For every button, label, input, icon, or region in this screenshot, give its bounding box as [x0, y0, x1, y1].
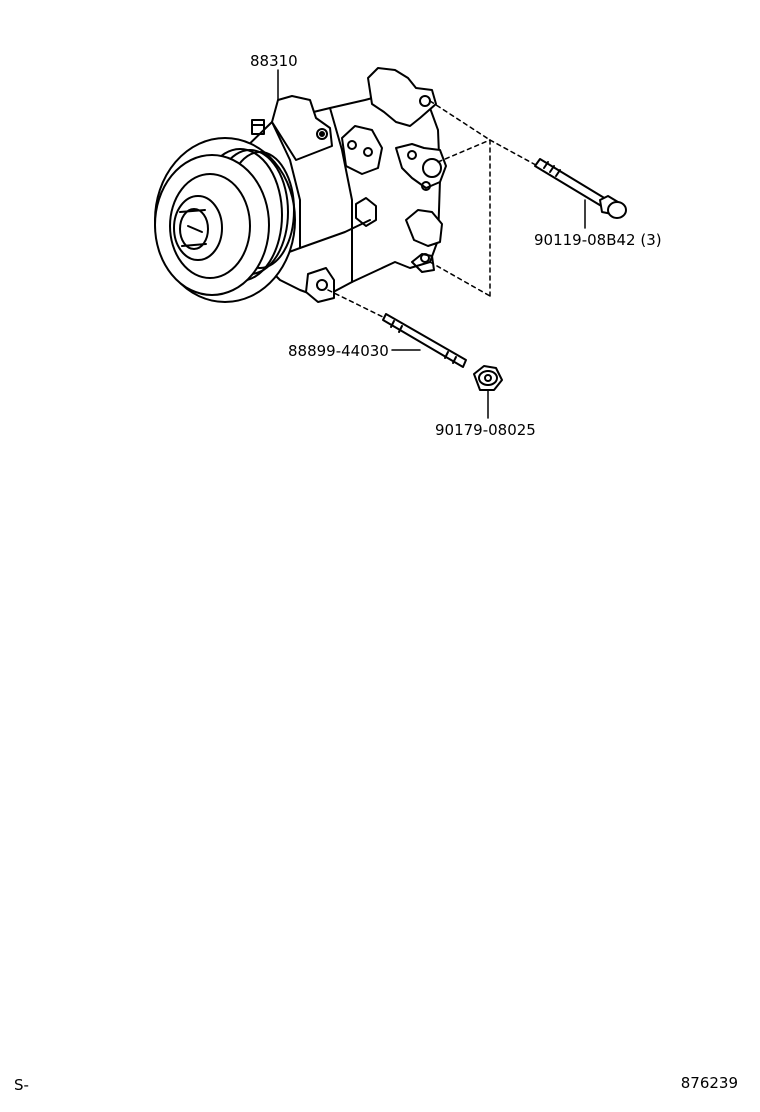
section-code: S-	[14, 1076, 29, 1094]
bolt-illustration	[534, 158, 627, 219]
part-label-bolt[interactable]: 90119-08B42 (3)	[534, 231, 662, 249]
nut-illustration	[473, 365, 503, 391]
leader-lines	[277, 69, 586, 419]
part-label-stud[interactable]: 88899-44030	[288, 342, 389, 360]
diagram-number: 876239	[680, 1074, 738, 1092]
part-label-compressor[interactable]: 88310	[250, 52, 298, 70]
stud-illustration	[382, 313, 467, 368]
compressor-illustration	[154, 67, 447, 303]
part-label-nut[interactable]: 90179-08025	[435, 421, 536, 439]
